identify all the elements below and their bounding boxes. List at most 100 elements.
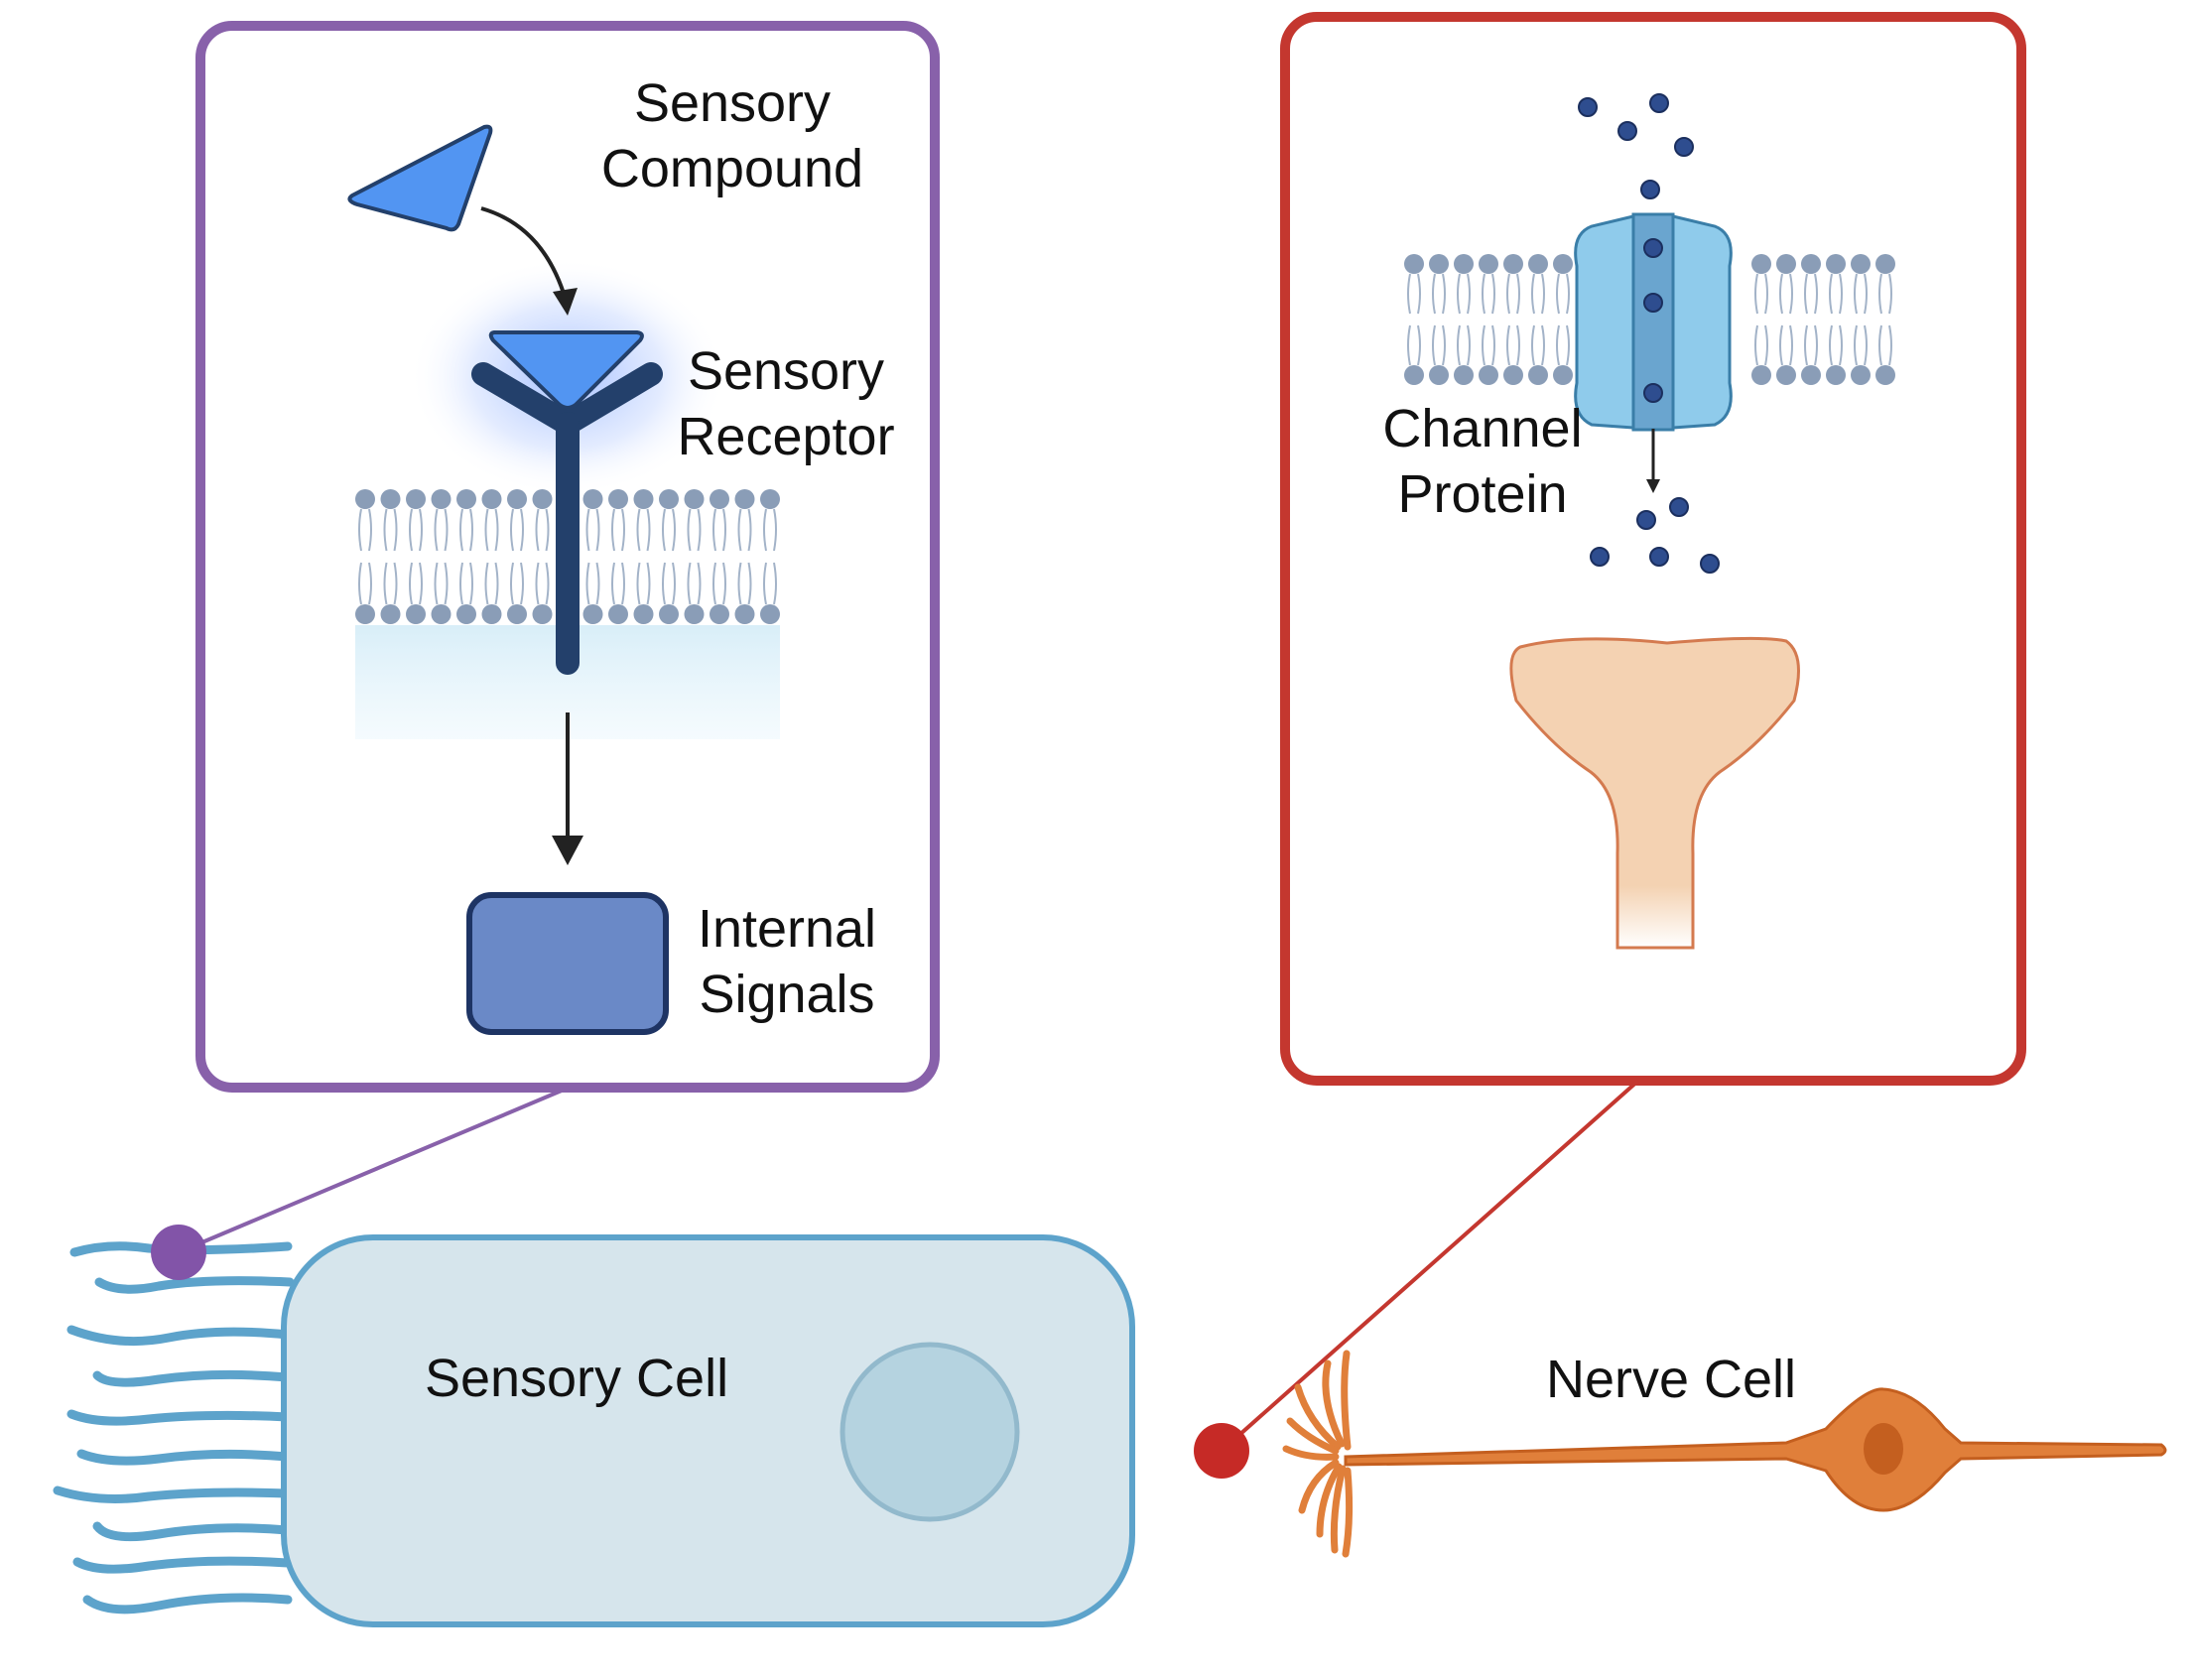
lipid-tail [434,508,449,552]
lipid-head [1553,254,1573,274]
cilium [72,1556,293,1574]
lipid-head [1875,254,1895,274]
lipid-tail [662,508,676,552]
lipid-head [1454,365,1474,385]
channel-membrane-bilayer-icon [1404,254,1895,385]
lipid-head [1801,254,1821,274]
receptor-y-icon [471,362,663,675]
cilium [66,1325,293,1347]
lipid-head [608,489,628,509]
lipid-head [507,604,527,624]
channel-panel: Channel Protein [1280,12,2026,1086]
lipid-head [1454,254,1474,274]
lipid-tail [484,508,499,552]
lipid-tail [712,562,726,605]
sensory-cell-icon: Sensory Cell [53,1234,1135,1627]
lipid-head [1801,365,1821,385]
ion-icon [1617,121,1637,141]
cilium [94,1276,295,1294]
lipid-tail [1506,273,1520,315]
channel-callout-dot [1194,1423,1249,1479]
channel-callout-line [1220,1079,1640,1453]
lipid-head [659,604,679,624]
lipid-tail [1407,324,1421,366]
lipid-tail [1457,324,1471,366]
lipid-tail [763,508,777,552]
lipid-tail [1829,273,1843,315]
lipid-head [582,489,603,509]
lipid-tail [611,562,625,605]
lipid-head [1528,365,1548,385]
lipid-head [1503,365,1523,385]
bound-ligand-icon [488,330,644,410]
lipid-tail [585,562,600,605]
lipid-head [608,604,628,624]
lipid-head [1751,365,1771,385]
label-internal-signals-1: Internal [698,899,876,959]
lipid-tail [409,508,423,552]
lipid-head [380,604,401,624]
lipid-tail [1804,273,1818,315]
lipid-tail [636,562,651,605]
ion-icon [1674,137,1694,157]
lipid-head [734,489,755,509]
label-channel-protein-2: Protein [1397,464,1567,524]
lipid-tail [1506,324,1520,366]
lipid-head [1528,254,1548,274]
lipid-tail [712,508,726,552]
lipid-tail [1432,324,1446,366]
lipid-tail [687,508,702,552]
neuron-icon: Nerve Cell [1282,1350,2167,1558]
lipid-tail [459,508,473,552]
label-sensory-compound-2: Compound [601,139,863,198]
lipid-head [481,604,502,624]
lipid-head [684,489,705,509]
lipid-head [355,604,375,624]
lipid-tail [1779,273,1793,315]
neuron-dendrites [1282,1350,1354,1558]
lipid-tail [585,508,600,552]
lipid-head [1479,365,1498,385]
binding-arrow [480,206,568,301]
lipid-head [532,489,553,509]
lipid-head [684,604,705,624]
lipid-tail [535,562,550,605]
synaptic-terminal-icon [1509,636,1800,950]
lipid-tail [1779,324,1793,366]
lipid-head [1429,254,1449,274]
lipid-tail [1407,273,1421,315]
lipid-head [456,604,476,624]
lipid-tail [687,562,702,605]
signal-box-icon [466,892,669,1035]
lipid-head [1429,365,1449,385]
ion-icon [1669,497,1689,517]
lipid-tail [1482,324,1495,366]
lipid-tail [1878,324,1892,366]
cilia-group [53,1241,295,1615]
lipid-head [380,489,401,509]
lipid-head [659,489,679,509]
lipid-tail [459,562,473,605]
ion-icon [1649,547,1669,567]
lipid-head [633,489,654,509]
lipid-head [582,604,603,624]
lipid-head [1776,365,1796,385]
lipid-tail [737,562,752,605]
cilium [92,1369,293,1387]
label-internal-signals-2: Signals [699,965,874,1024]
lipid-tail [510,562,524,605]
lipid-tail [1878,273,1892,315]
lipid-head [1503,254,1523,274]
ion-icon [1578,97,1598,117]
lipid-head [1776,254,1796,274]
lipid-head [431,489,452,509]
cilium [53,1486,293,1503]
lipid-tail [737,508,752,552]
label-nerve-cell: Nerve Cell [1546,1350,1796,1409]
receptor-callout-dot [151,1225,206,1280]
lipid-head [406,604,426,624]
lipid-head [1751,254,1771,274]
lipid-head [710,489,729,509]
lipid-head [1851,254,1871,274]
